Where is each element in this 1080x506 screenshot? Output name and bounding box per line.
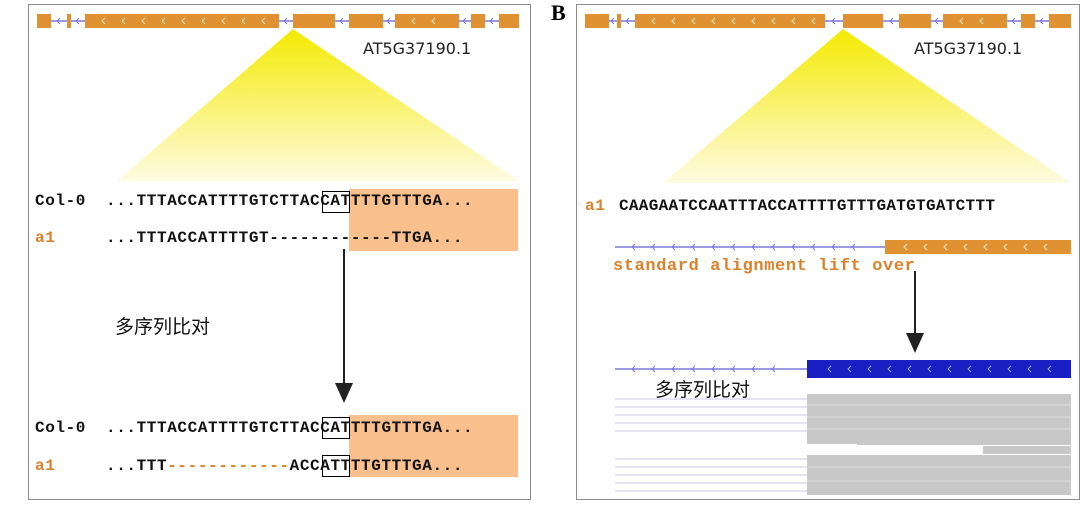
lift-over-track (615, 240, 1071, 254)
panel-a-graphics (37, 14, 519, 403)
sequence: CAAGAATCCAATTTACCATTTTGTTTGATGTGATCTTT (619, 197, 996, 215)
msa-track (615, 360, 1071, 378)
method-label: 多序列比对 (115, 316, 211, 338)
ac-box (322, 417, 350, 439)
gene-model-a (37, 14, 519, 28)
exon (395, 14, 459, 28)
zoom-triangle (663, 29, 1071, 183)
exon (349, 14, 383, 28)
exon (585, 14, 609, 28)
alt-sequence: ...TTTACCATTTTGT------------TTGA... (106, 229, 464, 247)
ref-sequence: ...TTTACCATTTTGTCTTACCATTTTGTTTGA... (106, 192, 474, 210)
alt-label: a1 (35, 229, 56, 247)
panel-b-graphics (585, 14, 1071, 495)
zoom-triangle (117, 29, 519, 181)
seq-label: a1 (585, 197, 606, 215)
intron-arrow-icon (610, 17, 1044, 25)
alt-sequence: ...TTT------------ACCATTTTGTTTGA... (106, 457, 464, 475)
read-block (983, 446, 1071, 454)
exon (67, 14, 71, 28)
ref-sequence: ...TTTACCATTTTGTCTTACCATTTTGTTTGA... (106, 419, 474, 437)
ref-label: Col-0 (35, 192, 87, 210)
exon (293, 14, 335, 28)
gene-id-label: AT5G37190.1 (914, 39, 1023, 58)
exon (499, 14, 519, 28)
ac-box (322, 455, 350, 477)
lifted-exon (807, 360, 1071, 378)
exon (843, 14, 883, 28)
read-block (807, 455, 1071, 495)
exon (885, 240, 1071, 254)
exon (617, 14, 621, 28)
ref-label: Col-0 (35, 419, 87, 437)
intron-arrow-icon (56, 17, 494, 25)
method-label: 多序列比对 (655, 379, 751, 401)
panel-a: AT5G37190.1 Col-0 ...TTTACCATTTTGTCTTACC… (28, 4, 531, 500)
read-block (857, 435, 1071, 445)
lift-over-label: standard alignment lift over (613, 257, 916, 276)
exon (899, 14, 931, 28)
panel-label: B (551, 0, 566, 25)
exon (1049, 14, 1071, 28)
highlight-region (349, 189, 518, 251)
gene-model-b (585, 14, 1071, 28)
exon (471, 14, 485, 28)
exon (943, 14, 1007, 28)
highlight-region (349, 415, 518, 477)
exon (37, 14, 51, 28)
ac-box (322, 191, 350, 213)
exon (635, 14, 825, 28)
aligned-reads (615, 394, 1071, 495)
exon (1021, 14, 1035, 28)
gene-id-label: AT5G37190.1 (363, 39, 472, 58)
panel-b: AT5G37190.1 a1 CAAGAATCCAATTTACCATTTTGTT… (576, 4, 1080, 500)
alt-label: a1 (35, 457, 56, 475)
